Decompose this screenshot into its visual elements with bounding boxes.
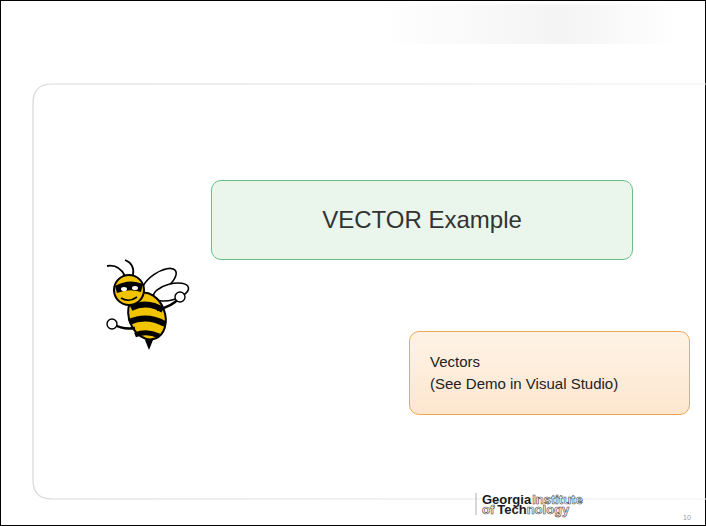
note-box: Vectors(See Demo in Visual Studio) xyxy=(409,331,690,415)
logo-word: nology xyxy=(527,503,570,516)
logo-word: of xyxy=(482,503,494,516)
page-number: 10 xyxy=(683,514,691,521)
box-heading: VECTOR Example xyxy=(322,202,522,238)
logo-rule xyxy=(476,493,477,515)
content-panel xyxy=(33,84,706,499)
logo-word: Tech xyxy=(497,503,526,516)
box-heading: Vectors xyxy=(430,351,480,374)
box-body: (See Demo in Visual Studio) xyxy=(430,373,618,396)
header-shade xyxy=(380,4,680,44)
title-box: VECTOR Example xyxy=(211,180,633,260)
bee-mascot xyxy=(107,260,190,350)
